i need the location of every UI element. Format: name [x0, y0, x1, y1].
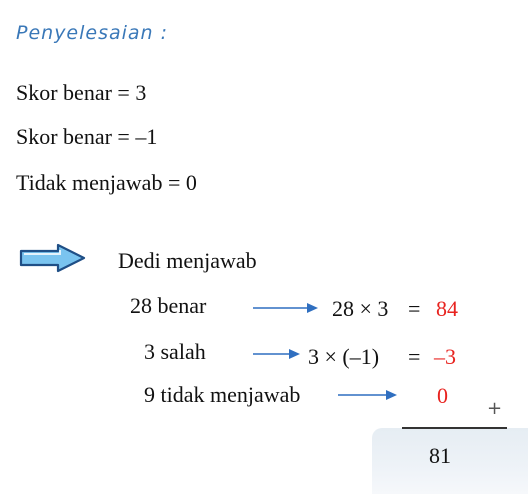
row-label-no-answer: 9 tidak menjawab — [144, 382, 301, 407]
arrow-right-icon — [253, 349, 300, 359]
row-eq-wrong: = — [408, 344, 421, 369]
heading: Penyelesaian : — [16, 22, 169, 44]
row-eq-correct: = — [408, 296, 421, 321]
row-label-wrong: 3 salah — [144, 339, 206, 364]
row-expr-correct: 28 × 3 — [332, 296, 389, 321]
rule-correct: Skor benar = 3 — [16, 80, 147, 105]
intro-text: Dedi menjawab — [118, 248, 257, 273]
row-result-correct: 84 — [436, 296, 458, 321]
row-expr-wrong: 3 × (–1) — [308, 344, 380, 369]
row-result-no-answer: 0 — [437, 383, 448, 408]
arrow-right-icon — [253, 303, 318, 313]
row-result-wrong: –3 — [434, 344, 456, 369]
plus-sign: + — [487, 398, 503, 419]
paper-background — [372, 428, 528, 494]
right-arrow-icon — [19, 243, 86, 273]
row-label-correct: 28 benar — [130, 293, 207, 318]
rule-no-answer: Tidak menjawab = 0 — [16, 170, 197, 195]
total-value: 81 — [429, 443, 451, 468]
arrow-right-icon — [338, 390, 397, 400]
sum-line — [402, 427, 507, 429]
rule-wrong: Skor benar = –1 — [16, 124, 158, 149]
